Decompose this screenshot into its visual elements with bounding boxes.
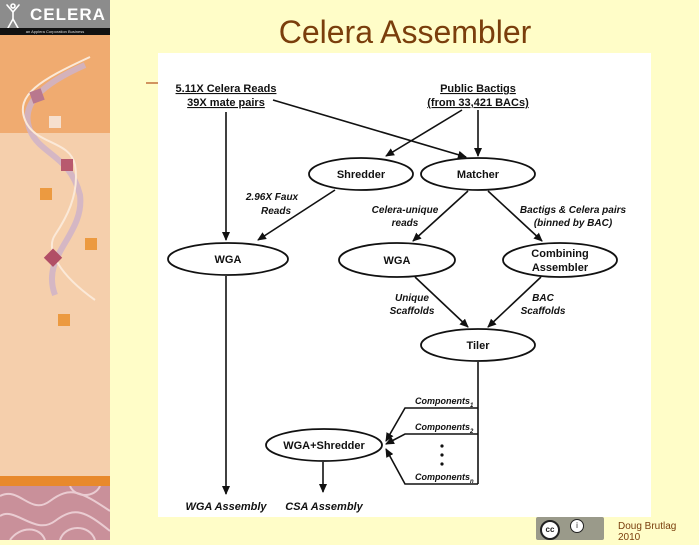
bacs-count-label: (from 33,421 BACs) <box>427 97 529 109</box>
node-matcher <box>420 157 536 191</box>
sidebar-band-orange <box>0 476 110 486</box>
bac-scaffolds-label: BAC <box>532 293 554 304</box>
diagram-panel: 5.11X Celera Reads 39X mate pairs Public… <box>158 53 651 517</box>
csa-assembly-output: CSA Assembly <box>285 501 363 513</box>
components-1-label: Components1 <box>415 396 474 409</box>
sidebar-texture <box>0 485 111 541</box>
celera-reads-label: 5.11X Celera Reads <box>176 83 277 95</box>
ellipsis-dots <box>440 444 444 466</box>
binned-by-bac-label: (binned by BAC) <box>534 218 613 229</box>
dna-helix-graphic <box>21 56 97 326</box>
components-2-label: Components2 <box>415 422 474 435</box>
node-shredder <box>308 157 414 191</box>
matcher-label: Matcher <box>457 169 500 181</box>
mate-pairs-label: 39X mate pairs <box>187 97 265 109</box>
helix-square <box>85 238 97 250</box>
celera-logo: CELERA an Applera Corporation Business <box>0 0 110 35</box>
node-wga-middle <box>338 242 456 278</box>
tiler-label: Tiler <box>466 340 490 352</box>
edge-matcher-to-wga <box>412 190 469 242</box>
logo-figure-icon <box>6 3 20 29</box>
wga-left-label: WGA <box>215 254 242 266</box>
wga-middle-label: WGA <box>384 255 411 267</box>
helix-square <box>40 188 52 200</box>
bactigs-pairs-label: Bactigs & Celera pairs <box>520 205 627 216</box>
wga-shredder-label: WGA+Shredder <box>283 440 365 452</box>
components-n-label: Componentsn <box>415 472 474 485</box>
faux-reads-label: 2.96X Faux <box>245 192 299 203</box>
edge-components-1 <box>385 407 478 442</box>
node-tiler <box>420 328 536 362</box>
sidebar-band-light <box>0 133 110 478</box>
wga-assembly-output: WGA Assembly <box>185 501 267 513</box>
combining-label: Combining <box>531 248 588 260</box>
unique-scaffolds-label: Unique <box>395 293 429 304</box>
public-bactigs-label: Public Bactigs <box>440 83 516 95</box>
edge-combining-to-tiler <box>487 276 542 328</box>
node-wga-left <box>167 242 289 276</box>
helix-square <box>49 116 61 128</box>
edge-components-n <box>385 448 478 485</box>
sidebar-decoration: CELERA an Applera Corporation Business <box>0 0 111 541</box>
node-wga-shredder <box>265 428 383 462</box>
celera-unique-label-2: reads <box>392 218 419 229</box>
creative-commons-badge[interactable]: cc i <box>536 517 604 540</box>
celera-unique-label: Celera-unique <box>372 205 439 216</box>
logo-name: CELERA <box>30 5 106 24</box>
author-credit: Doug Brutlag 2010 <box>618 521 677 543</box>
texture-pattern <box>0 485 111 541</box>
edge-bactigs-to-shredder <box>385 109 463 157</box>
helix-square <box>61 159 73 171</box>
faux-reads-label-2: Reads <box>261 206 291 217</box>
helix-square <box>29 88 45 104</box>
edge-reads-to-matcher <box>272 99 467 159</box>
title-rule <box>146 82 160 84</box>
slide-title: Celera Assembler <box>278 14 532 50</box>
edge-matcher-to-combining <box>487 190 543 242</box>
cc-icon: cc <box>540 520 560 540</box>
node-combining-assembler <box>502 242 618 278</box>
assembler-label: Assembler <box>532 262 589 274</box>
edge-wga-to-tiler <box>414 276 469 328</box>
helix-square <box>58 314 70 326</box>
edge-shredder-to-wga <box>257 189 336 241</box>
logo-tagline: an Applera Corporation Business <box>0 28 110 35</box>
bac-scaffolds-label-2: Scaffolds <box>521 306 566 317</box>
edge-components-2 <box>385 433 478 445</box>
assembler-flow-diagram: 5.11X Celera Reads 39X mate pairs Public… <box>167 83 627 513</box>
shredder-label: Shredder <box>337 169 386 181</box>
attribution-icon: i <box>570 519 584 533</box>
unique-scaffolds-label-2: Scaffolds <box>390 306 435 317</box>
